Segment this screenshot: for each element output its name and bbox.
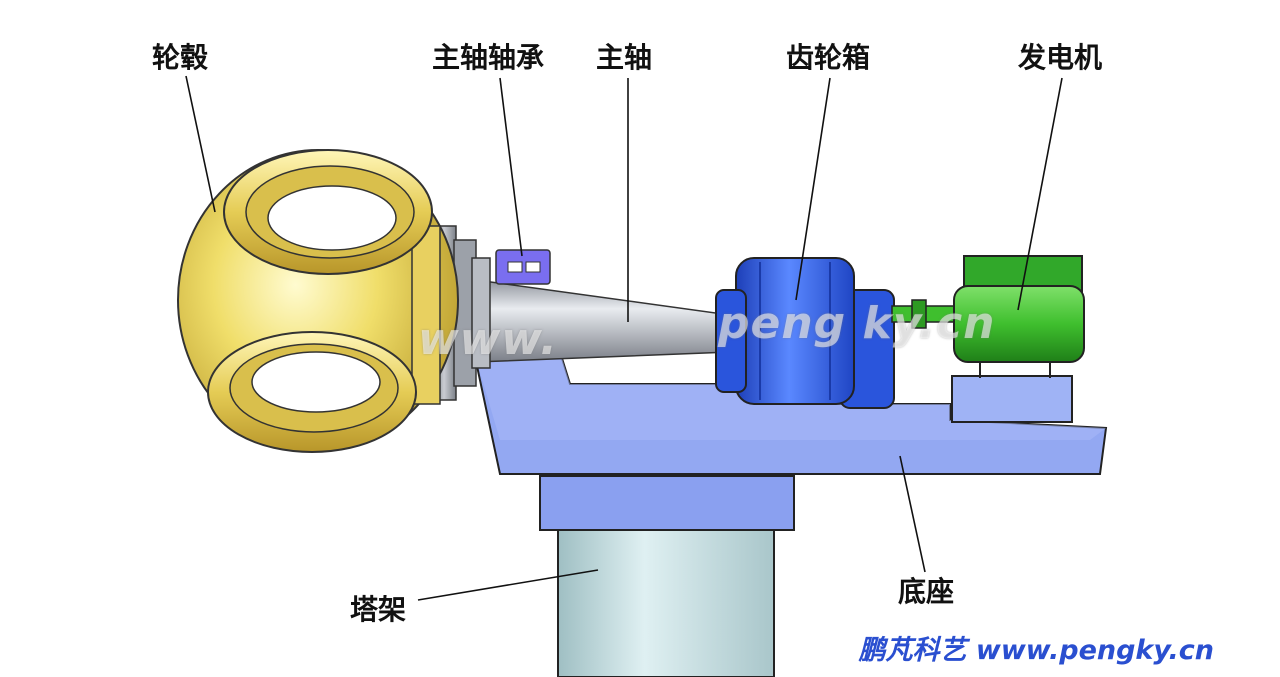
hub [177, 149, 459, 453]
coupling-shaft [891, 299, 957, 329]
label-main-shaft: 主轴 [596, 41, 653, 74]
label-generator: 发电机 [1018, 41, 1103, 74]
watermark-left: www. [418, 314, 558, 365]
label-main-bearing: 主轴轴承 [432, 41, 545, 74]
tower [539, 475, 795, 677]
footer-credit: 鹏芃科艺 www.pengky.cn [858, 635, 1214, 666]
leader-main-bearing [499, 77, 523, 257]
generator-pedestal [951, 375, 1073, 423]
bearing-block [495, 249, 551, 285]
generator-body [953, 285, 1085, 363]
generator [953, 255, 1085, 378]
leader-generator [1017, 77, 1063, 311]
gearbox-front-flange [715, 289, 747, 393]
tower-top-cap [539, 475, 795, 531]
leader-hub [185, 75, 216, 213]
leader-base [899, 455, 926, 573]
gearbox [715, 257, 895, 409]
label-base: 底座 [898, 575, 955, 608]
main-bearing [495, 249, 551, 285]
leader-lines [185, 75, 1063, 601]
label-gearbox: 齿轮箱 [786, 41, 871, 74]
label-hub: 轮毂 [152, 41, 209, 74]
leader-tower [417, 569, 599, 601]
tower-column [557, 524, 775, 677]
label-tower: 塔架 [350, 593, 407, 626]
leader-gearbox [795, 77, 831, 301]
watermark-right: peng ky.cn [718, 298, 996, 349]
